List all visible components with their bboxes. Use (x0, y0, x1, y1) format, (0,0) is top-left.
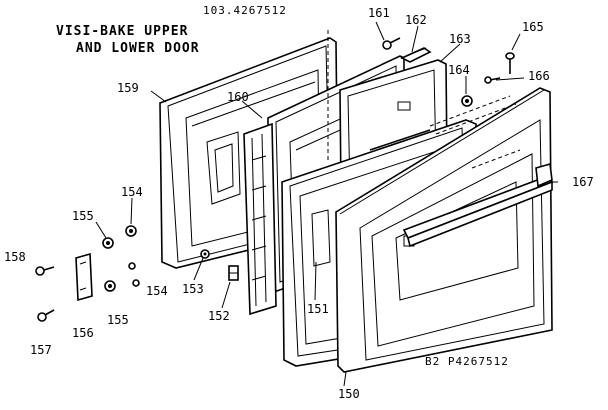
label-160: 160 (227, 90, 249, 104)
label-164: 164 (448, 63, 470, 77)
label-167: 167 (572, 175, 594, 189)
part-side-channel (243, 122, 277, 316)
label-165: 165 (522, 20, 544, 34)
label-152: 152 (208, 309, 230, 323)
label-151: 151 (307, 302, 329, 316)
part-156-hinge (75, 252, 93, 302)
label-155-lower: 155 (107, 313, 129, 327)
label-159: 159 (117, 81, 139, 95)
title-line-2: AND LOWER DOOR (76, 41, 200, 56)
part-166-screw (484, 76, 501, 84)
part-158-screw (35, 266, 55, 276)
part-152-bracket (228, 265, 239, 281)
part-155-nut-upper (102, 237, 114, 249)
part-157-screw (37, 309, 55, 322)
top-reference-number: 103.4267512 (203, 4, 287, 17)
part-167-handle (402, 162, 554, 248)
part-153-clip (200, 249, 210, 259)
label-150: 150 (338, 387, 360, 401)
part-155-nut-lower (104, 280, 116, 292)
part-154-nut-small-2 (132, 279, 140, 287)
leader-lines (95, 21, 558, 387)
label-161: 161 (368, 6, 390, 20)
part-161-screw (382, 37, 401, 50)
title-line-1: VISI-BAKE UPPER (56, 24, 189, 39)
part-165-screw (505, 52, 515, 74)
part-162-top-trim (400, 47, 432, 63)
label-157: 157 (30, 343, 52, 357)
label-156: 156 (72, 326, 94, 340)
label-166: 166 (528, 69, 550, 83)
label-155-upper: 155 (72, 209, 94, 223)
part-154-nut (125, 225, 137, 237)
label-158: 158 (4, 250, 26, 264)
label-154-lower: 154 (146, 284, 168, 298)
bottom-reference-number: B2 P4267512 (425, 355, 509, 368)
label-153: 153 (182, 282, 204, 296)
label-163: 163 (449, 32, 471, 46)
label-162: 162 (405, 13, 427, 27)
part-154-nut-small (128, 262, 136, 270)
label-154: 154 (121, 185, 143, 199)
part-164-nut (461, 95, 473, 107)
